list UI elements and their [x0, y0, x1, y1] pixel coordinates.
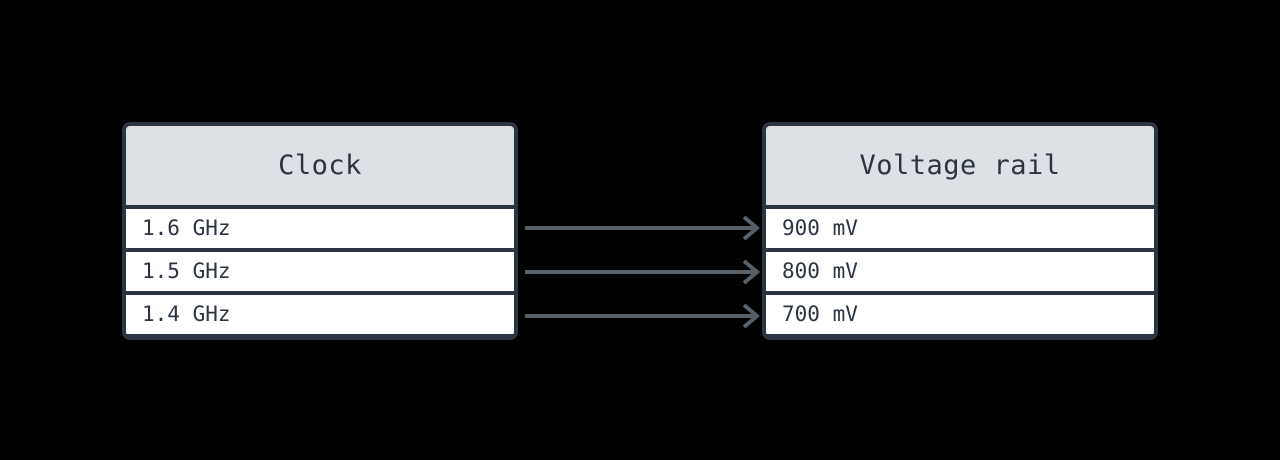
entity-voltage-rail-row-label: 900 mV — [782, 216, 858, 240]
entity-voltage-rail-row[interactable]: 900 mV — [766, 205, 1154, 248]
entity-voltage-rail[interactable]: Voltage rail 900 mV 800 mV 700 mV — [762, 122, 1158, 340]
entity-voltage-rail-row[interactable]: 800 mV — [766, 248, 1154, 291]
entity-voltage-rail-row-label: 800 mV — [782, 259, 858, 283]
entity-voltage-rail-row[interactable]: 700 mV — [766, 291, 1154, 334]
connector-arrowhead-icon — [742, 303, 761, 329]
entity-voltage-rail-title: Voltage rail — [766, 126, 1154, 205]
entity-clock[interactable]: Clock 1.6 GHz 1.5 GHz 1.4 GHz — [122, 122, 518, 340]
entity-clock-row-label: 1.5 GHz — [142, 259, 231, 283]
entity-voltage-rail-rows: 900 mV 800 mV 700 mV — [766, 205, 1154, 334]
entity-clock-row[interactable]: 1.5 GHz — [126, 248, 514, 291]
entity-clock-row[interactable]: 1.4 GHz — [126, 291, 514, 334]
entity-clock-row-label: 1.6 GHz — [142, 216, 231, 240]
connector-arrowhead-icon — [742, 259, 761, 285]
entity-clock-title: Clock — [126, 126, 514, 205]
entity-clock-rows: 1.6 GHz 1.5 GHz 1.4 GHz — [126, 205, 514, 334]
entity-clock-row[interactable]: 1.6 GHz — [126, 205, 514, 248]
connector-arrowhead-icon — [742, 215, 761, 241]
entity-clock-row-label: 1.4 GHz — [142, 302, 231, 326]
entity-voltage-rail-row-label: 700 mV — [782, 302, 858, 326]
